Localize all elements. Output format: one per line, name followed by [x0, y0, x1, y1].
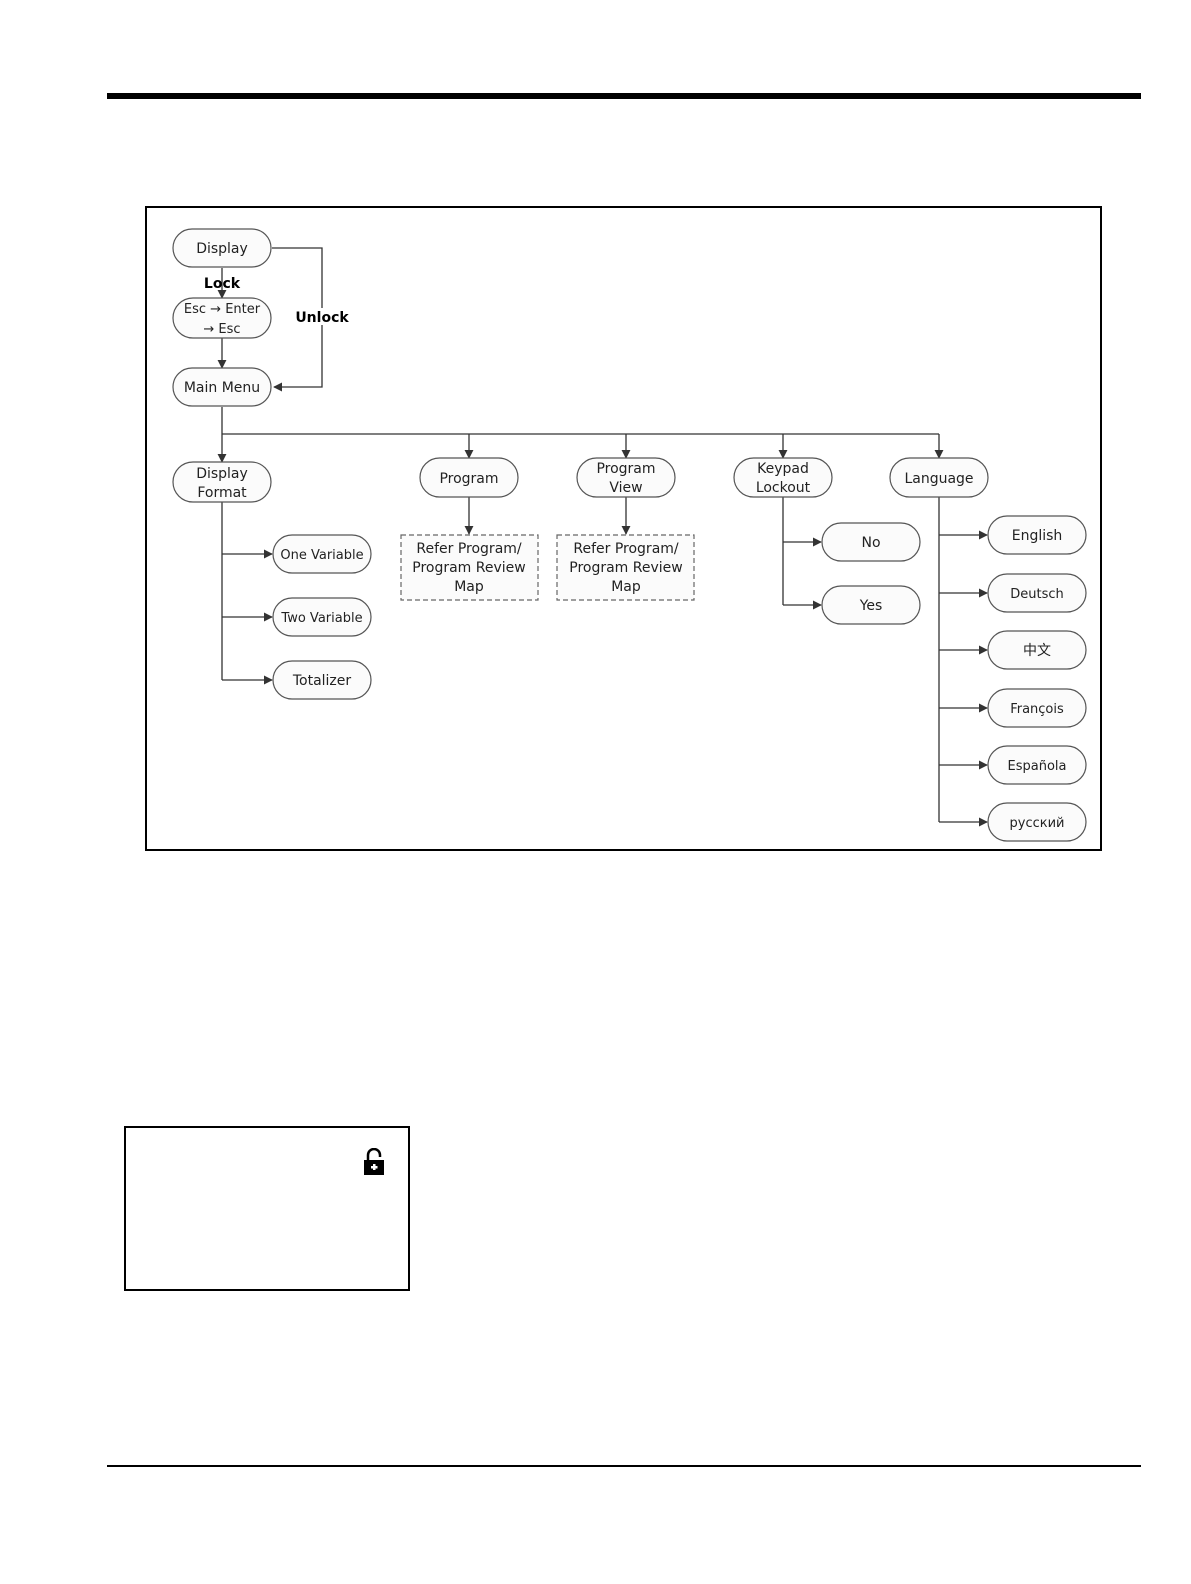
footer-rule [107, 1465, 1141, 1467]
svg-text:Totalizer: Totalizer [292, 673, 352, 689]
svg-text:Map: Map [611, 579, 641, 595]
node-program: Program [420, 458, 518, 497]
node-deutsch: Deutsch [988, 574, 1086, 612]
header-rule [107, 93, 1141, 99]
node-yes: Yes [822, 586, 920, 624]
svg-text:Program Review: Program Review [412, 560, 525, 576]
svg-text:→ Esc: → Esc [203, 322, 240, 337]
node-language: Language [890, 458, 988, 497]
lock-label: Lock [204, 276, 241, 292]
svg-text:Española: Española [1008, 759, 1067, 774]
svg-text:Refer Program/: Refer Program/ [416, 541, 522, 557]
svg-text:English: English [1012, 528, 1063, 544]
node-program-view: Program View [577, 458, 675, 497]
node-english: English [988, 516, 1086, 554]
svg-text:Refer Program/: Refer Program/ [573, 541, 679, 557]
svg-text:中文: 中文 [1023, 643, 1051, 659]
svg-text:View: View [609, 480, 642, 496]
svg-text:Program: Program [439, 471, 498, 487]
svg-text:Language: Language [904, 471, 973, 487]
node-esc-enter-esc: Esc → Enter → Esc [173, 298, 271, 338]
svg-text:Main Menu: Main Menu [184, 380, 260, 396]
svg-text:Esc → Enter: Esc → Enter [184, 302, 261, 317]
svg-text:русский: русский [1010, 816, 1065, 831]
svg-text:Display: Display [196, 241, 248, 257]
svg-text:Program: Program [596, 461, 655, 477]
svg-text:Map: Map [454, 579, 484, 595]
node-main-menu: Main Menu [173, 368, 271, 406]
lcd-display-frame [124, 1126, 410, 1291]
menu-flowchart: Lock Unlock Display Esc → Enter → Esc Ma… [147, 208, 1102, 851]
menu-map-figure: Lock Unlock Display Esc → Enter → Esc Ma… [145, 206, 1102, 851]
svg-text:Yes: Yes [859, 598, 883, 614]
node-display-format: Display Format [173, 462, 271, 502]
svg-text:Deutsch: Deutsch [1010, 587, 1064, 602]
node-no: No [822, 523, 920, 561]
svg-text:François: François [1010, 702, 1064, 717]
svg-text:Display: Display [196, 466, 248, 482]
node-refer-program-view: Refer Program/ Program Review Map [557, 535, 694, 600]
svg-text:No: No [861, 535, 880, 551]
node-two-variable: Two Variable [273, 598, 371, 636]
node-totalizer: Totalizer [273, 661, 371, 699]
svg-text:Lockout: Lockout [756, 480, 811, 496]
svg-text:One Variable: One Variable [280, 548, 363, 563]
node-refer-program: Refer Program/ Program Review Map [401, 535, 538, 600]
unlock-label: Unlock [295, 310, 349, 326]
node-russian: русский [988, 803, 1086, 841]
node-display: Display [173, 229, 271, 267]
unlock-icon [362, 1148, 386, 1176]
svg-text:Two Variable: Two Variable [280, 611, 362, 626]
node-chinese: 中文 [988, 631, 1086, 669]
node-keypad-lockout: Keypad Lockout [734, 458, 832, 497]
node-francois: François [988, 689, 1086, 727]
node-one-variable: One Variable [273, 535, 371, 573]
node-espanola: Española [988, 746, 1086, 784]
svg-text:Format: Format [197, 485, 247, 501]
svg-text:Keypad: Keypad [757, 461, 809, 477]
svg-text:Program Review: Program Review [569, 560, 682, 576]
